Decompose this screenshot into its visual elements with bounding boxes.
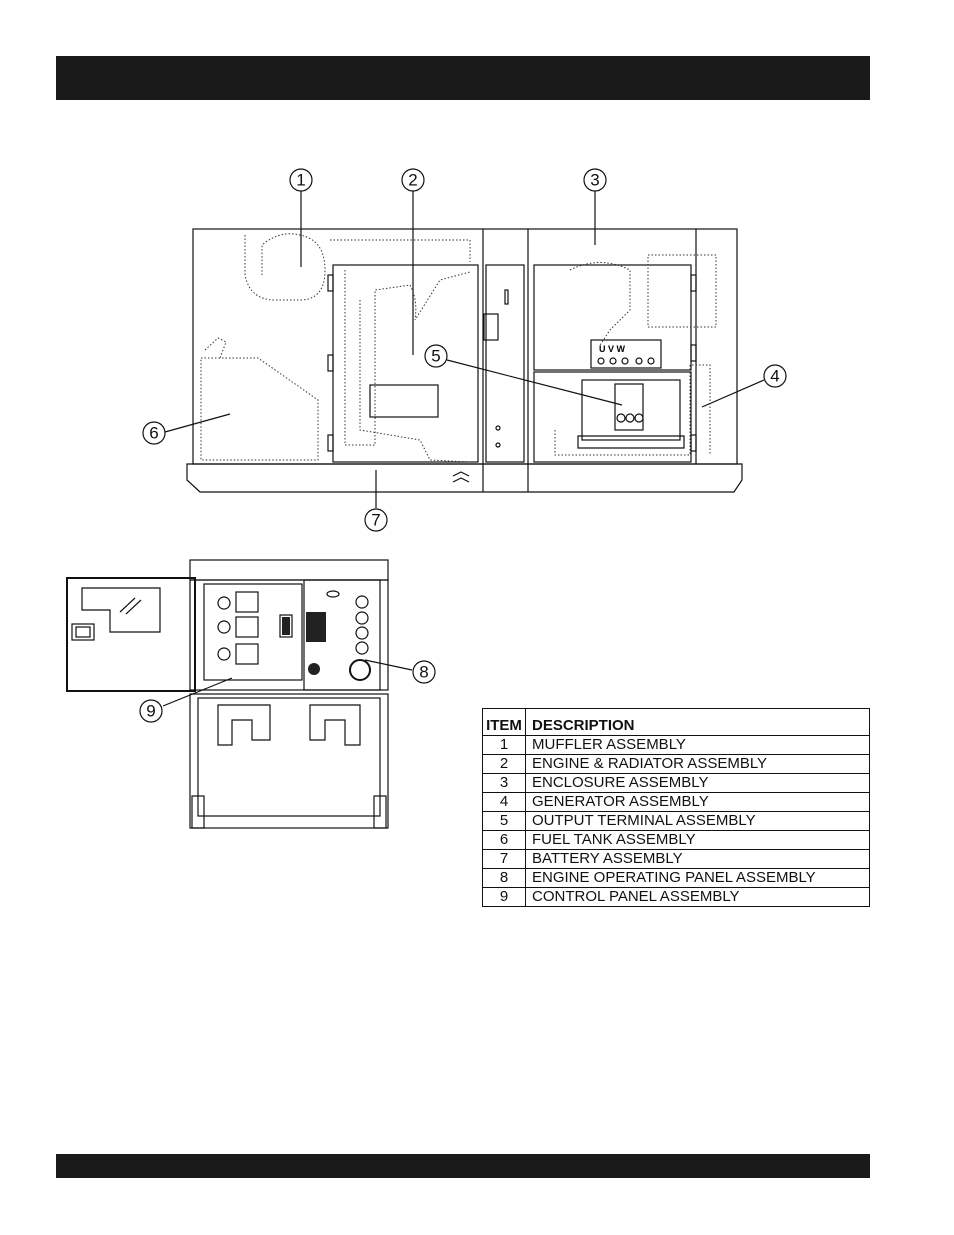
- svg-text:6: 6: [149, 424, 158, 443]
- terminal-letters: U V W: [599, 344, 626, 354]
- svg-text:5: 5: [431, 347, 440, 366]
- item-number-cell: 6: [483, 831, 526, 850]
- svg-text:1: 1: [296, 171, 305, 190]
- callout-3: 3: [584, 169, 606, 191]
- column-header-item: ITEM: [483, 709, 526, 736]
- item-description-cell: BATTERY ASSEMBLY: [526, 850, 870, 869]
- svg-text:9: 9: [146, 702, 155, 721]
- callout-1: 1: [290, 169, 312, 191]
- item-description-cell: OUTPUT TERMINAL ASSEMBLY: [526, 812, 870, 831]
- callout-9: 9: [140, 700, 162, 722]
- item-description-cell: CONTROL PANEL ASSEMBLY: [526, 888, 870, 907]
- item-number-cell: 3: [483, 774, 526, 793]
- callout-2: 2: [402, 169, 424, 191]
- svg-text:8: 8: [419, 663, 428, 682]
- svg-text:3: 3: [590, 171, 599, 190]
- callout-4: 4: [764, 365, 786, 387]
- control-panel-view: [67, 560, 388, 828]
- item-number-cell: 8: [483, 869, 526, 888]
- item-description-cell: MUFFLER ASSEMBLY: [526, 736, 870, 755]
- callout-5: 5: [425, 345, 447, 367]
- item-description-cell: ENGINE OPERATING PANEL ASSEMBLY: [526, 869, 870, 888]
- table-header-row: ITEM DESCRIPTION: [483, 709, 870, 736]
- callout-7: 7: [365, 509, 387, 531]
- item-number-cell: 7: [483, 850, 526, 869]
- svg-text:7: 7: [371, 511, 380, 530]
- item-number-cell: 4: [483, 793, 526, 812]
- item-description-cell: ENCLOSURE ASSEMBLY: [526, 774, 870, 793]
- svg-text:4: 4: [770, 367, 779, 386]
- generator-enclosure: U V W: [187, 229, 742, 492]
- item-description-cell: GENERATOR ASSEMBLY: [526, 793, 870, 812]
- item-number-cell: 2: [483, 755, 526, 774]
- item-number-cell: 5: [483, 812, 526, 831]
- item-number-cell: 1: [483, 736, 526, 755]
- callout-8: 8: [413, 661, 435, 683]
- item-description-cell: FUEL TANK ASSEMBLY: [526, 831, 870, 850]
- item-number-cell: 9: [483, 888, 526, 907]
- svg-text:2: 2: [408, 171, 417, 190]
- item-description-cell: ENGINE & RADIATOR ASSEMBLY: [526, 755, 870, 774]
- column-header-description: DESCRIPTION: [526, 709, 870, 736]
- callout-6: 6: [143, 422, 165, 444]
